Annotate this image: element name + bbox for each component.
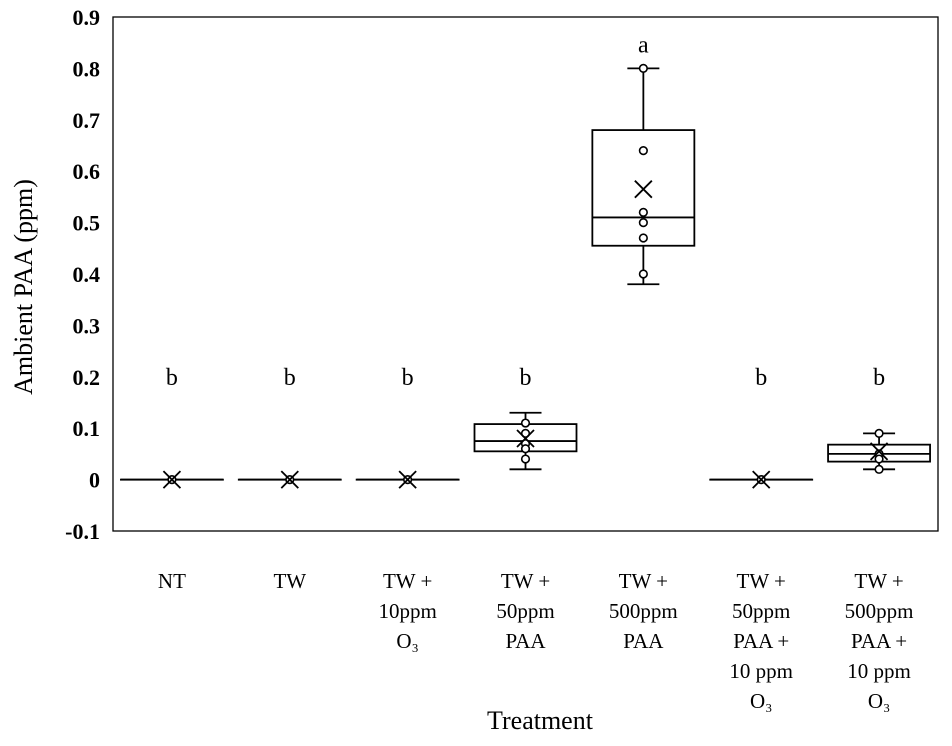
x-tick-label-line: 500ppm	[609, 599, 678, 623]
x-tick-label-line: 10 ppm	[847, 659, 911, 683]
x-tick-label-line: O₃	[396, 629, 419, 653]
y-tick-label: 0.4	[73, 262, 101, 287]
data-point	[522, 445, 530, 453]
x-tick-label-line: O₃	[750, 689, 773, 713]
y-tick-label: 0	[89, 468, 100, 493]
x-tick-label-line: TW +	[854, 569, 903, 593]
x-tick-label-line: 10 ppm	[729, 659, 793, 683]
x-tick-label: NT	[158, 569, 186, 593]
data-point	[640, 270, 648, 278]
significance-letter: b	[873, 365, 885, 391]
data-point	[875, 455, 883, 463]
x-tick-label-line: PAA	[623, 629, 664, 653]
x-tick-label-line: TW	[273, 569, 306, 593]
x-tick-label-line: TW +	[737, 569, 786, 593]
y-tick-label: 0.1	[73, 416, 101, 441]
y-tick-label: -0.1	[65, 519, 100, 544]
box-group: b	[121, 365, 223, 488]
y-tick-label: 0.7	[73, 108, 101, 133]
x-tick-label-line: TW +	[501, 569, 550, 593]
y-tick-label: 0.6	[73, 159, 101, 184]
data-point	[875, 430, 883, 438]
data-point	[875, 466, 883, 474]
box-group: a	[592, 32, 694, 284]
x-tick-label-line: 500ppm	[845, 599, 914, 623]
significance-letter: a	[638, 32, 649, 58]
significance-letter: b	[284, 365, 296, 391]
x-tick-label-line: NT	[158, 569, 186, 593]
data-point	[640, 219, 648, 227]
significance-letter: b	[166, 365, 178, 391]
data-point	[640, 147, 648, 155]
box-group: b	[710, 365, 812, 488]
x-tick-label-line: PAA +	[851, 629, 907, 653]
x-tick-label-line: 10ppm	[378, 599, 436, 623]
data-point	[522, 455, 530, 463]
data-point	[640, 234, 648, 242]
x-tick-label-line: PAA +	[733, 629, 789, 653]
significance-letter: b	[755, 365, 767, 391]
x-tick-label-line: TW +	[619, 569, 668, 593]
x-tick-label-line: PAA	[505, 629, 546, 653]
y-tick-label: 0.8	[73, 56, 101, 81]
box-group: b	[828, 365, 930, 473]
significance-letter: b	[520, 365, 532, 391]
boxes-layer: b b b b a b b	[121, 32, 930, 488]
y-axis-title: Ambient PAA (ppm)	[9, 179, 38, 395]
y-tick-label: 0.2	[73, 365, 101, 390]
data-point	[522, 419, 530, 427]
y-tick-label: 0.5	[73, 211, 101, 236]
y-axis-ticks: -0.1 0 0.1 0.2 0.3 0.4 0.5 0.6 0.7 0.8 0.9	[65, 5, 100, 544]
x-tick-label-line: O₃	[868, 689, 891, 713]
box-group: b	[475, 365, 577, 470]
box-group: b	[239, 365, 341, 488]
x-tick-label: TW	[273, 569, 306, 593]
x-tick-label-line: 50ppm	[732, 599, 790, 623]
x-axis-title: Treatment	[487, 706, 594, 735]
x-tick-label-line: TW +	[383, 569, 432, 593]
data-point	[640, 65, 648, 73]
significance-letter: b	[402, 365, 414, 391]
data-point	[640, 209, 648, 217]
y-tick-label: 0.3	[73, 313, 101, 338]
y-tick-label: 0.9	[73, 5, 101, 30]
x-tick-label-line: 50ppm	[496, 599, 554, 623]
box-group: b	[357, 365, 459, 488]
